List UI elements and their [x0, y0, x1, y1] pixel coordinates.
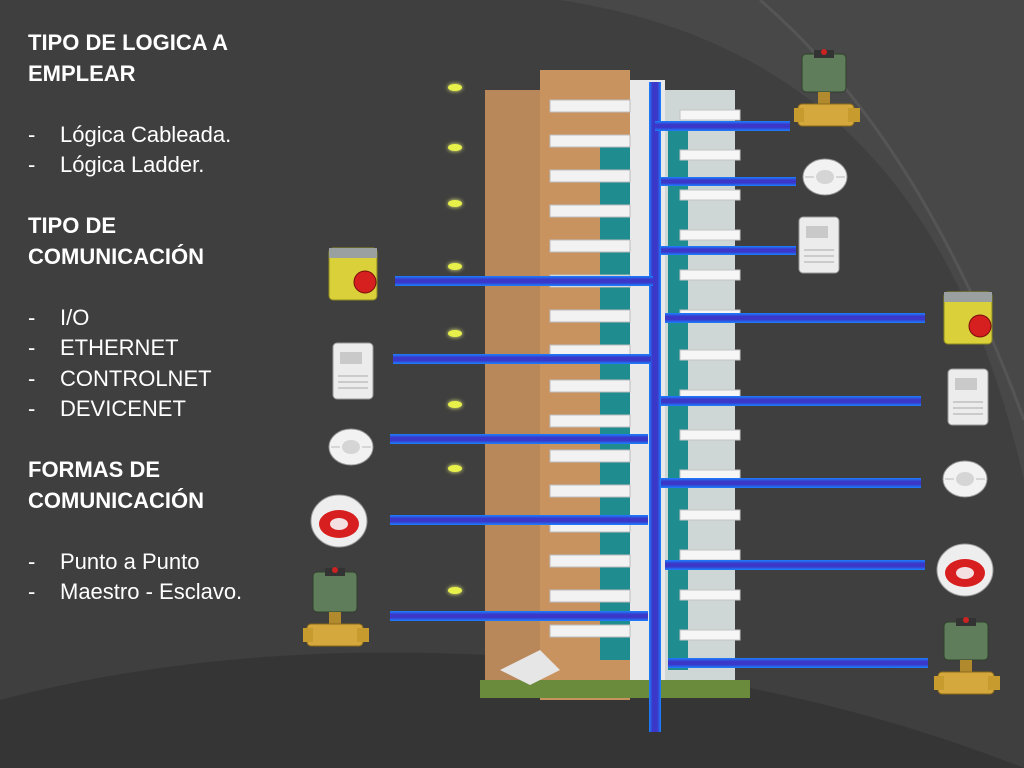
bus-branch	[665, 313, 925, 323]
push-button-icon	[943, 291, 993, 345]
heading-line: TIPO DE	[28, 213, 117, 238]
bus-branch	[661, 246, 796, 255]
list-marker: -	[28, 121, 36, 147]
list-item: -Maestro - Esclavo.	[28, 577, 298, 608]
bus-branch	[661, 478, 921, 488]
bus-branch	[390, 434, 648, 444]
heading-line: COMUNICACIÓN	[28, 243, 204, 269]
bus-trunk	[649, 82, 661, 732]
heading-line: COMUNICACIÓN	[28, 487, 204, 513]
list-item: -Lógica Cableada.	[28, 120, 298, 151]
list-marker: -	[28, 304, 36, 330]
list-item: -Punto a Punto	[28, 547, 298, 578]
heading-line: EMPLEAR	[28, 60, 136, 86]
communication-forms-list: -Punto a Punto -Maestro - Esclavo.	[28, 547, 298, 608]
bus-branch	[393, 354, 651, 364]
solenoid-valve-icon	[303, 567, 369, 647]
bus-branch	[661, 177, 796, 186]
section-communication-type: TIPO DE COMUNICACIÓN -I/O -ETHERNET -CON…	[28, 211, 298, 455]
status-led	[448, 200, 462, 207]
bus-branch	[390, 515, 648, 525]
status-led	[448, 587, 462, 594]
smoke-detector-box-icon	[332, 342, 374, 400]
list-marker: -	[28, 152, 36, 177]
list-item: -DEVICENET	[28, 394, 298, 425]
bus-branch	[661, 396, 921, 406]
list-marker: -	[28, 335, 36, 360]
list-item: -ETHERNET	[28, 333, 298, 364]
alarm-sounder-icon	[936, 543, 994, 597]
section-logic-type: TIPO DE LOGICA A EMPLEAR -Lógica Cablead…	[28, 28, 298, 211]
status-led	[448, 144, 462, 151]
bus-branch	[655, 121, 790, 131]
list-marker: -	[28, 548, 36, 574]
section-heading: TIPO DE COMUNICACIÓN	[28, 211, 298, 272]
status-led	[448, 401, 462, 408]
smoke-detector-box-icon	[947, 368, 989, 426]
status-led	[448, 465, 462, 472]
status-led	[448, 84, 462, 91]
bus-branch	[665, 560, 925, 570]
text-panel: TIPO DE LOGICA A EMPLEAR -Lógica Cablead…	[28, 28, 298, 608]
solenoid-valve-icon	[934, 617, 1000, 695]
section-heading: TIPO DE LOGICA A EMPLEAR	[28, 28, 298, 89]
alarm-sounder-icon	[310, 494, 368, 548]
bus-branch	[668, 658, 928, 668]
smoke-detector-round-icon	[328, 428, 374, 466]
list-marker: -	[28, 365, 36, 391]
heading-line: TIPO DE LOGICA A	[28, 30, 229, 55]
status-led	[448, 263, 462, 270]
smoke-detector-box-icon	[798, 216, 840, 274]
smoke-detector-round-icon	[942, 460, 988, 498]
section-heading: FORMAS DE COMUNICACIÓN	[28, 455, 298, 516]
list-item: -Lógica Ladder.	[28, 150, 298, 181]
list-marker: -	[28, 579, 36, 604]
solenoid-valve-icon	[794, 49, 860, 127]
logic-type-list: -Lógica Cableada. -Lógica Ladder.	[28, 120, 298, 181]
list-item: -I/O	[28, 303, 298, 334]
bus-branch	[395, 276, 653, 286]
status-led	[448, 330, 462, 337]
heading-line: FORMAS DE	[28, 457, 160, 482]
list-item: -CONTROLNET	[28, 364, 298, 395]
bus-branch	[390, 611, 648, 621]
section-communication-forms: FORMAS DE COMUNICACIÓN -Punto a Punto -M…	[28, 455, 298, 608]
list-marker: -	[28, 396, 36, 421]
smoke-detector-round-icon	[802, 158, 848, 196]
push-button-icon	[328, 247, 378, 301]
communication-type-list: -I/O -ETHERNET -CONTROLNET -DEVICENET	[28, 303, 298, 425]
